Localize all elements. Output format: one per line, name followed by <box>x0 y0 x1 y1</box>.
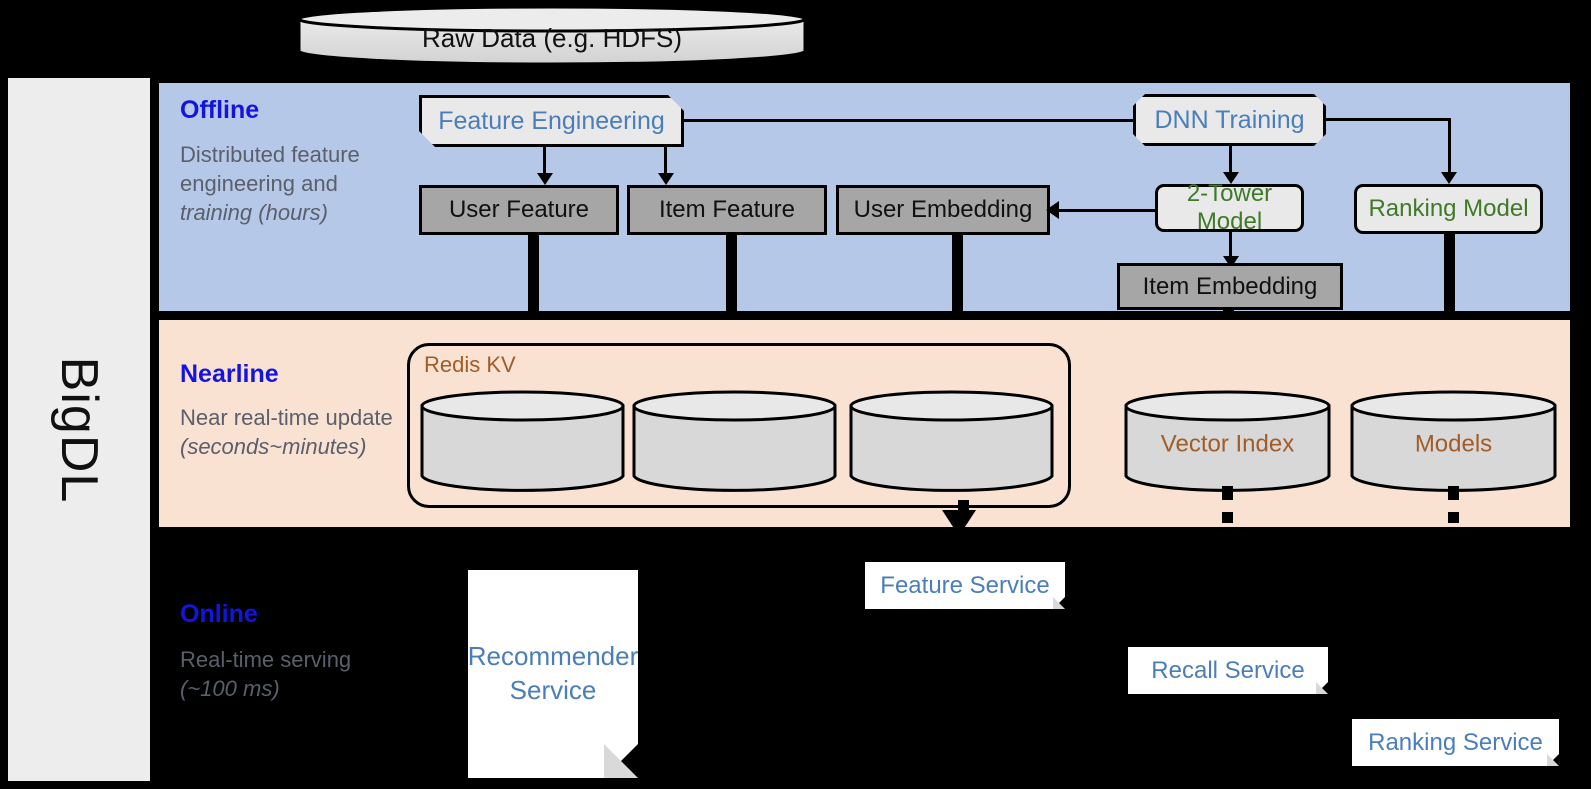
models-cylinder[interactable]: Models <box>1350 390 1557 495</box>
node-feature-engineering[interactable]: Feature Engineering <box>419 95 684 147</box>
node-two-tower-model[interactable]: 2-Tower Model <box>1155 180 1304 235</box>
node-user-embedding[interactable]: User Embedding <box>836 185 1050 235</box>
nearline-subtitle-italic: (seconds~minutes) <box>180 434 367 460</box>
arrowhead-fe-itemfeature <box>658 173 674 185</box>
connector-dnn-ranking-h <box>1326 118 1451 121</box>
online-subtitle-text: Real-time serving <box>180 647 352 672</box>
bigdl-label: BigDL <box>50 356 108 503</box>
nearline-subtitle-text: Near real-time update <box>180 405 393 430</box>
card-recommender-service[interactable]: Recommender Service <box>468 570 638 778</box>
connector-fe-to-dnn <box>684 119 1154 122</box>
offline-subtitle: Distributed feature engineering and trai… <box>180 140 380 227</box>
raw-data-label: Raw Data (e.g. HDFS) <box>421 23 683 53</box>
redis-kv-container <box>407 343 1071 508</box>
connector-twotower-userembedding <box>1054 209 1158 212</box>
node-user-feature[interactable]: User Feature <box>419 185 619 235</box>
pipe-item-feature <box>726 235 737 385</box>
offline-title: Offline <box>180 96 260 124</box>
node-item-feature[interactable]: Item Feature <box>627 185 827 235</box>
stub-vector-index-2 <box>1222 512 1233 523</box>
vector-index-cylinder[interactable]: Vector Index <box>1124 390 1331 495</box>
pipe-ranking-model <box>1444 234 1455 385</box>
stub-vector-index <box>1222 486 1233 500</box>
arrowhead-dnn-twotower <box>1223 172 1239 184</box>
nearline-title: Nearline <box>180 360 279 388</box>
stub-feature-store <box>958 500 969 513</box>
redis-kv-label: Redis KV <box>424 352 516 377</box>
kv-cylinder-3[interactable] <box>849 390 1054 495</box>
card-ranking-service[interactable]: Ranking Service <box>1352 719 1559 766</box>
connector-dnn-ranking-v <box>1448 118 1451 176</box>
arrowhead-dnn-ranking <box>1441 172 1457 184</box>
node-ranking-model[interactable]: Ranking Model <box>1354 184 1543 234</box>
raw-data-cylinder: Raw Data (e.g. HDFS) <box>297 5 807 66</box>
pipe-user-feature <box>528 235 539 385</box>
arrowhead-fe-userfeature <box>537 173 553 185</box>
card-feature-service[interactable]: Feature Service <box>865 562 1065 609</box>
offline-subtitle-text: Distributed feature engineering and <box>180 142 360 197</box>
online-subtitle: Real-time serving (~100 ms) <box>180 645 360 703</box>
online-subtitle-italic: (~100 ms) <box>180 676 280 702</box>
connector-twotower-itemembedding <box>1229 232 1232 258</box>
node-item-embedding[interactable]: Item Embedding <box>1117 263 1343 310</box>
node-dnn-training[interactable]: DNN Training <box>1133 94 1326 146</box>
offline-subtitle-italic: training (hours) <box>180 200 328 226</box>
nearline-subtitle: Near real-time update (seconds~minutes) <box>180 403 410 461</box>
kv-cylinder-2[interactable] <box>632 390 837 495</box>
pipe-user-embedding <box>952 235 963 385</box>
stub-models-2 <box>1448 512 1459 523</box>
bigdl-rail: BigDL <box>8 78 150 781</box>
online-title: Online <box>180 600 258 628</box>
connector-dnn-twotower <box>1229 146 1232 174</box>
arrowhead-twotower-userembedding <box>1046 201 1059 219</box>
connector-fe-itemfeature <box>664 147 667 175</box>
connector-fe-userfeature <box>543 147 546 175</box>
arrowhead-feature-service <box>942 510 976 536</box>
kv-cylinder-1[interactable] <box>420 390 625 495</box>
card-recall-service[interactable]: Recall Service <box>1128 647 1328 694</box>
stub-models <box>1448 486 1459 500</box>
